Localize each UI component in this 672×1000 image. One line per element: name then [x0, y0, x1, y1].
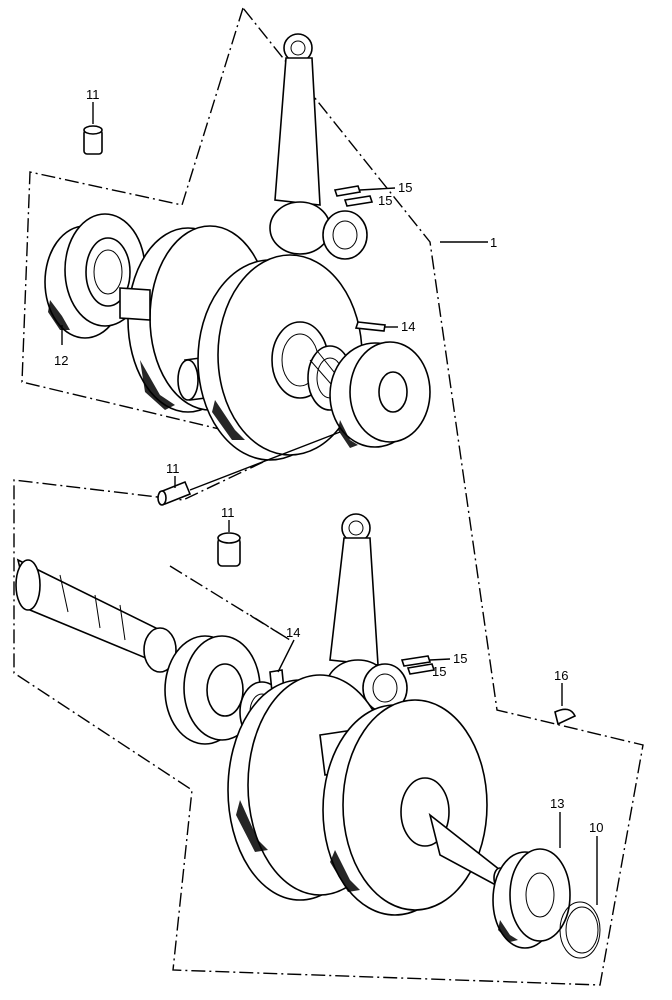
- callout-11-lower: 11: [221, 505, 235, 520]
- crankshaft-end-lower: [15, 558, 177, 673]
- leader-14b: [277, 639, 295, 673]
- leader-15a: [359, 187, 396, 191]
- woodruff-key-16: [554, 708, 577, 726]
- assembly-boundary-line: [13, 6, 644, 986]
- callout-1: 1: [490, 235, 497, 250]
- bearing-12: [44, 213, 146, 339]
- connecting-rod-upper: [269, 33, 368, 260]
- bearing-13: [492, 848, 571, 949]
- callout-15-upper-a: 15: [398, 180, 412, 195]
- callout-11-top: 11: [86, 87, 100, 102]
- right-flywheel-lower: [322, 699, 488, 916]
- callout-14-upper: 14: [401, 319, 415, 334]
- callout-10: 10: [589, 820, 603, 835]
- dowel-pin-11-lower: [217, 532, 241, 567]
- dowel-pin-11-top: [83, 125, 103, 155]
- callout-12: 12: [54, 353, 68, 368]
- callout-11-middle: 11: [166, 461, 180, 476]
- leader-15c: [429, 658, 451, 661]
- circlip-10: [559, 901, 601, 959]
- key-15-lower: [400, 655, 436, 675]
- key-15-upper: [333, 185, 374, 207]
- callout-15-lower-a: 15: [453, 651, 467, 666]
- dowel-pin-11-middle: [157, 480, 192, 506]
- callout-14-lower: 14: [286, 625, 300, 640]
- bearing-upper-right: [329, 341, 431, 448]
- callout-13: 13: [550, 796, 564, 811]
- pin-11-middle-leader-to-assembly: [189, 431, 341, 491]
- callout-16: 16: [554, 668, 568, 683]
- callout-15-upper-b: 15: [378, 193, 392, 208]
- callout-15-lower-b: 15: [432, 664, 446, 679]
- upper-group-divider-line: [169, 565, 291, 641]
- connecting-rod-lower: [325, 513, 408, 717]
- key-14-upper: [354, 321, 386, 332]
